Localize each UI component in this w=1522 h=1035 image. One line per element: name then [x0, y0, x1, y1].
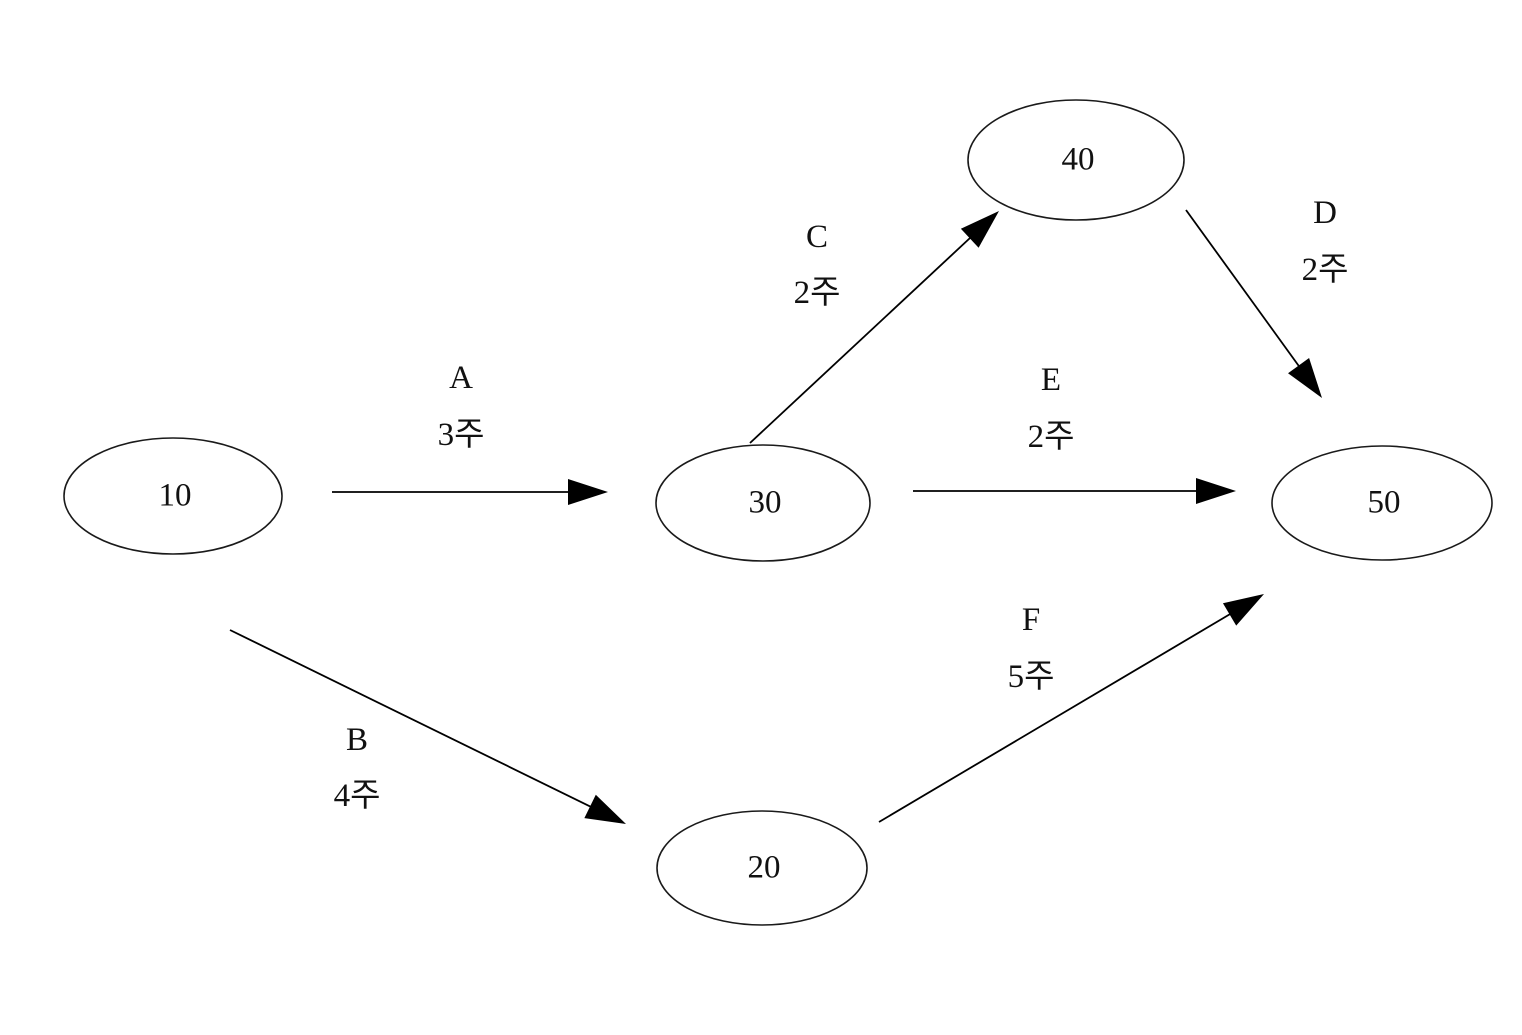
edge-line-F — [878, 609, 1238, 823]
edge-labels-group: A 3주 B 4주 C 2주 D 2주 E 2주 F 5주 — [334, 195, 1349, 814]
edge-label-name-B: B — [346, 722, 368, 758]
node-20[interactable]: 20 — [656, 810, 868, 926]
node-ellipse-30[interactable] — [655, 444, 871, 562]
node-label-30: 30 — [749, 485, 782, 521]
node-label-40: 40 — [1062, 142, 1095, 178]
edge-label-duration-D: 2주 — [1302, 252, 1349, 288]
edge-D — [1185, 209, 1322, 398]
edge-label-duration-F: 5주 — [1008, 659, 1055, 695]
node-10[interactable]: 10 — [63, 437, 283, 555]
edge-label-name-C: C — [806, 219, 828, 255]
node-label-10: 10 — [159, 478, 192, 514]
node-30[interactable]: 30 — [655, 444, 871, 562]
edge-label-C: C 2주 — [794, 219, 841, 311]
nodes-group: 10 20 30 40 50 — [63, 99, 1493, 926]
edge-label-F: F 5주 — [1008, 602, 1055, 695]
node-ellipse-50[interactable] — [1271, 445, 1493, 561]
node-ellipse-10[interactable] — [63, 437, 283, 555]
arrowhead-icon-F — [1222, 594, 1264, 626]
edge-line-B — [229, 629, 599, 812]
edge-label-duration-C: 2주 — [794, 275, 841, 311]
edge-line-D — [1185, 209, 1305, 374]
edge-label-B: B 4주 — [334, 722, 381, 814]
arrowhead-icon-D — [1288, 357, 1322, 398]
edge-label-name-A: A — [449, 360, 473, 396]
edge-E — [913, 478, 1236, 504]
node-40[interactable]: 40 — [967, 99, 1185, 221]
edge-label-name-E: E — [1041, 362, 1061, 398]
edge-B — [229, 629, 626, 824]
edge-A — [332, 479, 608, 505]
edge-F — [878, 594, 1264, 823]
node-ellipse-40[interactable] — [967, 99, 1185, 221]
arrowhead-icon-C — [960, 211, 999, 248]
edge-label-name-D: D — [1313, 195, 1337, 231]
edge-label-A: A 3주 — [438, 360, 485, 453]
edge-label-name-F: F — [1022, 602, 1040, 638]
node-50[interactable]: 50 — [1271, 445, 1493, 561]
node-ellipse-20[interactable] — [656, 810, 868, 926]
arrowhead-icon-E — [1196, 478, 1236, 504]
arrowhead-icon-A — [568, 479, 608, 505]
node-label-20: 20 — [748, 850, 781, 886]
edge-label-E: E 2주 — [1028, 362, 1075, 455]
edge-line-C — [749, 231, 977, 444]
arrowhead-icon-B — [584, 794, 626, 824]
edges-group — [229, 209, 1322, 824]
edge-label-duration-A: 3주 — [438, 417, 485, 453]
node-label-50: 50 — [1368, 485, 1401, 521]
edge-label-duration-B: 4주 — [334, 778, 381, 814]
edge-C — [749, 211, 999, 444]
edge-label-duration-E: 2주 — [1028, 419, 1075, 455]
edge-label-D: D 2주 — [1302, 195, 1349, 288]
